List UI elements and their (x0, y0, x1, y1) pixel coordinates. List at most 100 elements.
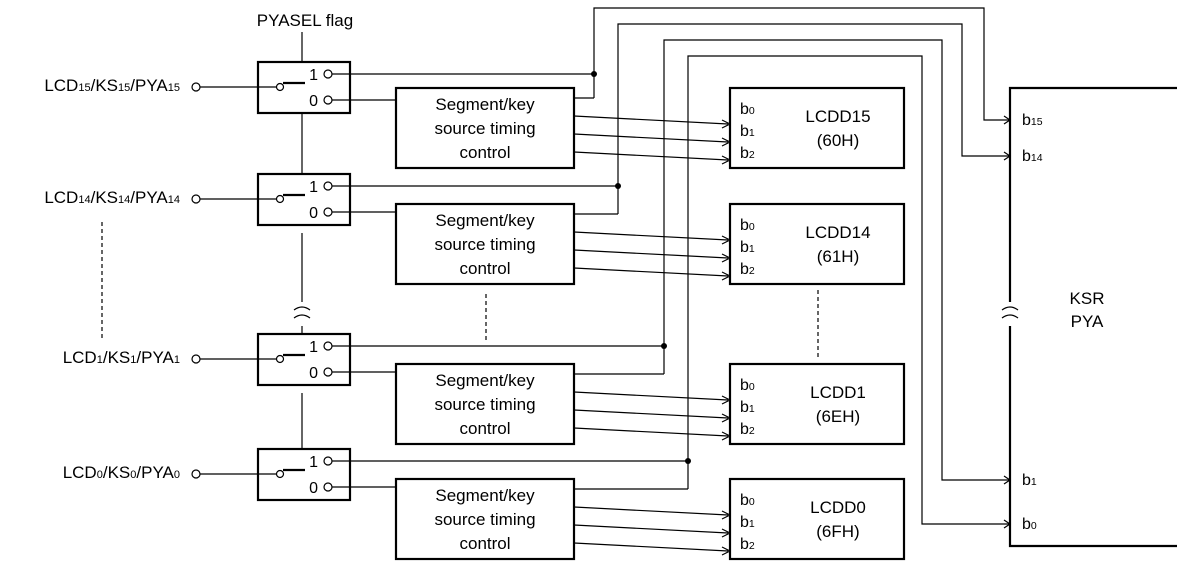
data-bit-wire (573, 524, 729, 534)
switch-terminal-1 (323, 341, 333, 351)
data-bit-wire (573, 391, 729, 401)
pyasel-flag-label: PYASEL flag (257, 11, 353, 30)
pin-row-1: LCD1/KS1/PYA1 1 0 Segment/key source timing c… (63, 332, 906, 446)
data-bit-wire (573, 115, 729, 125)
switch-terminal-1 (323, 69, 333, 79)
data-bit-wire (573, 249, 729, 259)
data-bit-wire (573, 267, 729, 277)
switch-label-0: 0 (309, 93, 318, 110)
register-bit-label: b2 (740, 536, 755, 553)
switch-label-1: 1 (309, 454, 318, 471)
register-address: (6EH) (816, 407, 860, 426)
ksr-feedback-wire (663, 39, 1010, 481)
switch-terminal-0 (323, 367, 333, 377)
data-bit-wire (573, 231, 729, 241)
selector-switch (256, 60, 352, 115)
ksr-input-arrow (1003, 475, 1012, 485)
switch-pivot (275, 82, 285, 92)
ksr-input-label: b15 (1022, 112, 1043, 129)
timing-block-text: Segment/key (435, 211, 535, 230)
ksr-break-mark (1001, 306, 1019, 319)
timing-block-text: control (459, 259, 510, 278)
pin-label: LCD14/KS14/PYA14 (44, 188, 180, 207)
ksr-block (1008, 86, 1177, 548)
switch-label-0: 0 (309, 365, 318, 382)
timing-control-block (394, 202, 576, 286)
timing-block-text: control (459, 419, 510, 438)
register-bit-label: b0 (740, 217, 755, 234)
timing-block-text: source timing (434, 510, 535, 529)
data-bit-wire (573, 506, 729, 516)
ksr-feedback-wire (593, 7, 1010, 121)
pin-row-15: LCD15/KS15/PYA15 1 0 Segment/key source timi… (44, 60, 906, 170)
switch-pivot (275, 469, 285, 479)
switch-terminal-0 (323, 207, 333, 217)
switch-label-0: 0 (309, 480, 318, 497)
switch-label-1: 1 (309, 179, 318, 196)
pin-label: LCD0/KS0/PYA0 (63, 463, 180, 482)
register-name: LCDD14 (805, 223, 870, 242)
data-bit-wire (573, 133, 729, 143)
pya-title: PYA (1071, 312, 1104, 331)
pin-terminal (191, 469, 201, 479)
lcdd-register (728, 86, 906, 170)
ksr-feedback-wire (617, 23, 1010, 214)
switch-label-0: 0 (309, 205, 318, 222)
ksr-title: KSR (1070, 289, 1105, 308)
pin-terminal (191, 82, 201, 92)
register-name: LCDD1 (810, 383, 866, 402)
switch-terminal-1 (323, 181, 333, 191)
pin-row-0: LCD0/KS0/PYA0 1 0 Segment/key source timing c… (63, 447, 906, 561)
timing-block-text: control (459, 143, 510, 162)
pin-label: LCD15/KS15/PYA15 (44, 76, 180, 95)
pin-terminal (191, 194, 201, 204)
register-address: (60H) (817, 131, 860, 150)
ksr-input-arrow (1003, 519, 1012, 529)
ksr-input-arrow (1003, 151, 1012, 161)
ksr-input-label: b14 (1022, 148, 1043, 165)
timing-block-text: source timing (434, 395, 535, 414)
register-bit-label: b0 (740, 101, 755, 118)
timing-block-text: source timing (434, 119, 535, 138)
timing-block-text: Segment/key (435, 486, 535, 505)
timing-block-text: control (459, 534, 510, 553)
register-bit-label: b1 (740, 239, 755, 256)
register-name: LCDD15 (805, 107, 870, 126)
switch-label-1: 1 (309, 67, 318, 84)
lcdd-register (728, 362, 906, 446)
pin-terminal (191, 354, 201, 364)
register-bit-label: b2 (740, 145, 755, 162)
switch-terminal-1 (323, 456, 333, 466)
lcdd-register (728, 477, 906, 561)
pin-row-14: LCD14/KS14/PYA14 1 0 Segment/key source timi… (44, 172, 906, 286)
register-bit-label: b2 (740, 261, 755, 278)
switch-pivot (275, 354, 285, 364)
register-address: (61H) (817, 247, 860, 266)
data-bit-wire (573, 409, 729, 419)
timing-control-block (394, 86, 576, 170)
lcdd-register (728, 202, 906, 286)
pin-label: LCD1/KS1/PYA1 (63, 348, 180, 367)
data-bit-wire (573, 542, 729, 552)
timing-block-text: source timing (434, 235, 535, 254)
data-bit-wire (573, 427, 729, 437)
pyasel-line-break-mark (293, 306, 311, 319)
register-bit-label: b2 (740, 421, 755, 438)
timing-block-text: Segment/key (435, 95, 535, 114)
ksr-input-label: b0 (1022, 516, 1037, 533)
register-bit-label: b0 (740, 377, 755, 394)
timing-block-text: Segment/key (435, 371, 535, 390)
switch-terminal-0 (323, 95, 333, 105)
data-bit-wire (573, 151, 729, 161)
register-name: LCDD0 (810, 498, 866, 517)
register-address: (6FH) (816, 522, 859, 541)
switch-terminal-0 (323, 482, 333, 492)
timing-control-block (394, 362, 576, 446)
register-bit-label: b0 (740, 492, 755, 509)
register-bit-label: b1 (740, 399, 755, 416)
switch-label-1: 1 (309, 339, 318, 356)
ksr-feedback-wire (687, 55, 1010, 525)
ksr-input-arrow (1003, 115, 1012, 125)
switch-pivot (275, 194, 285, 204)
